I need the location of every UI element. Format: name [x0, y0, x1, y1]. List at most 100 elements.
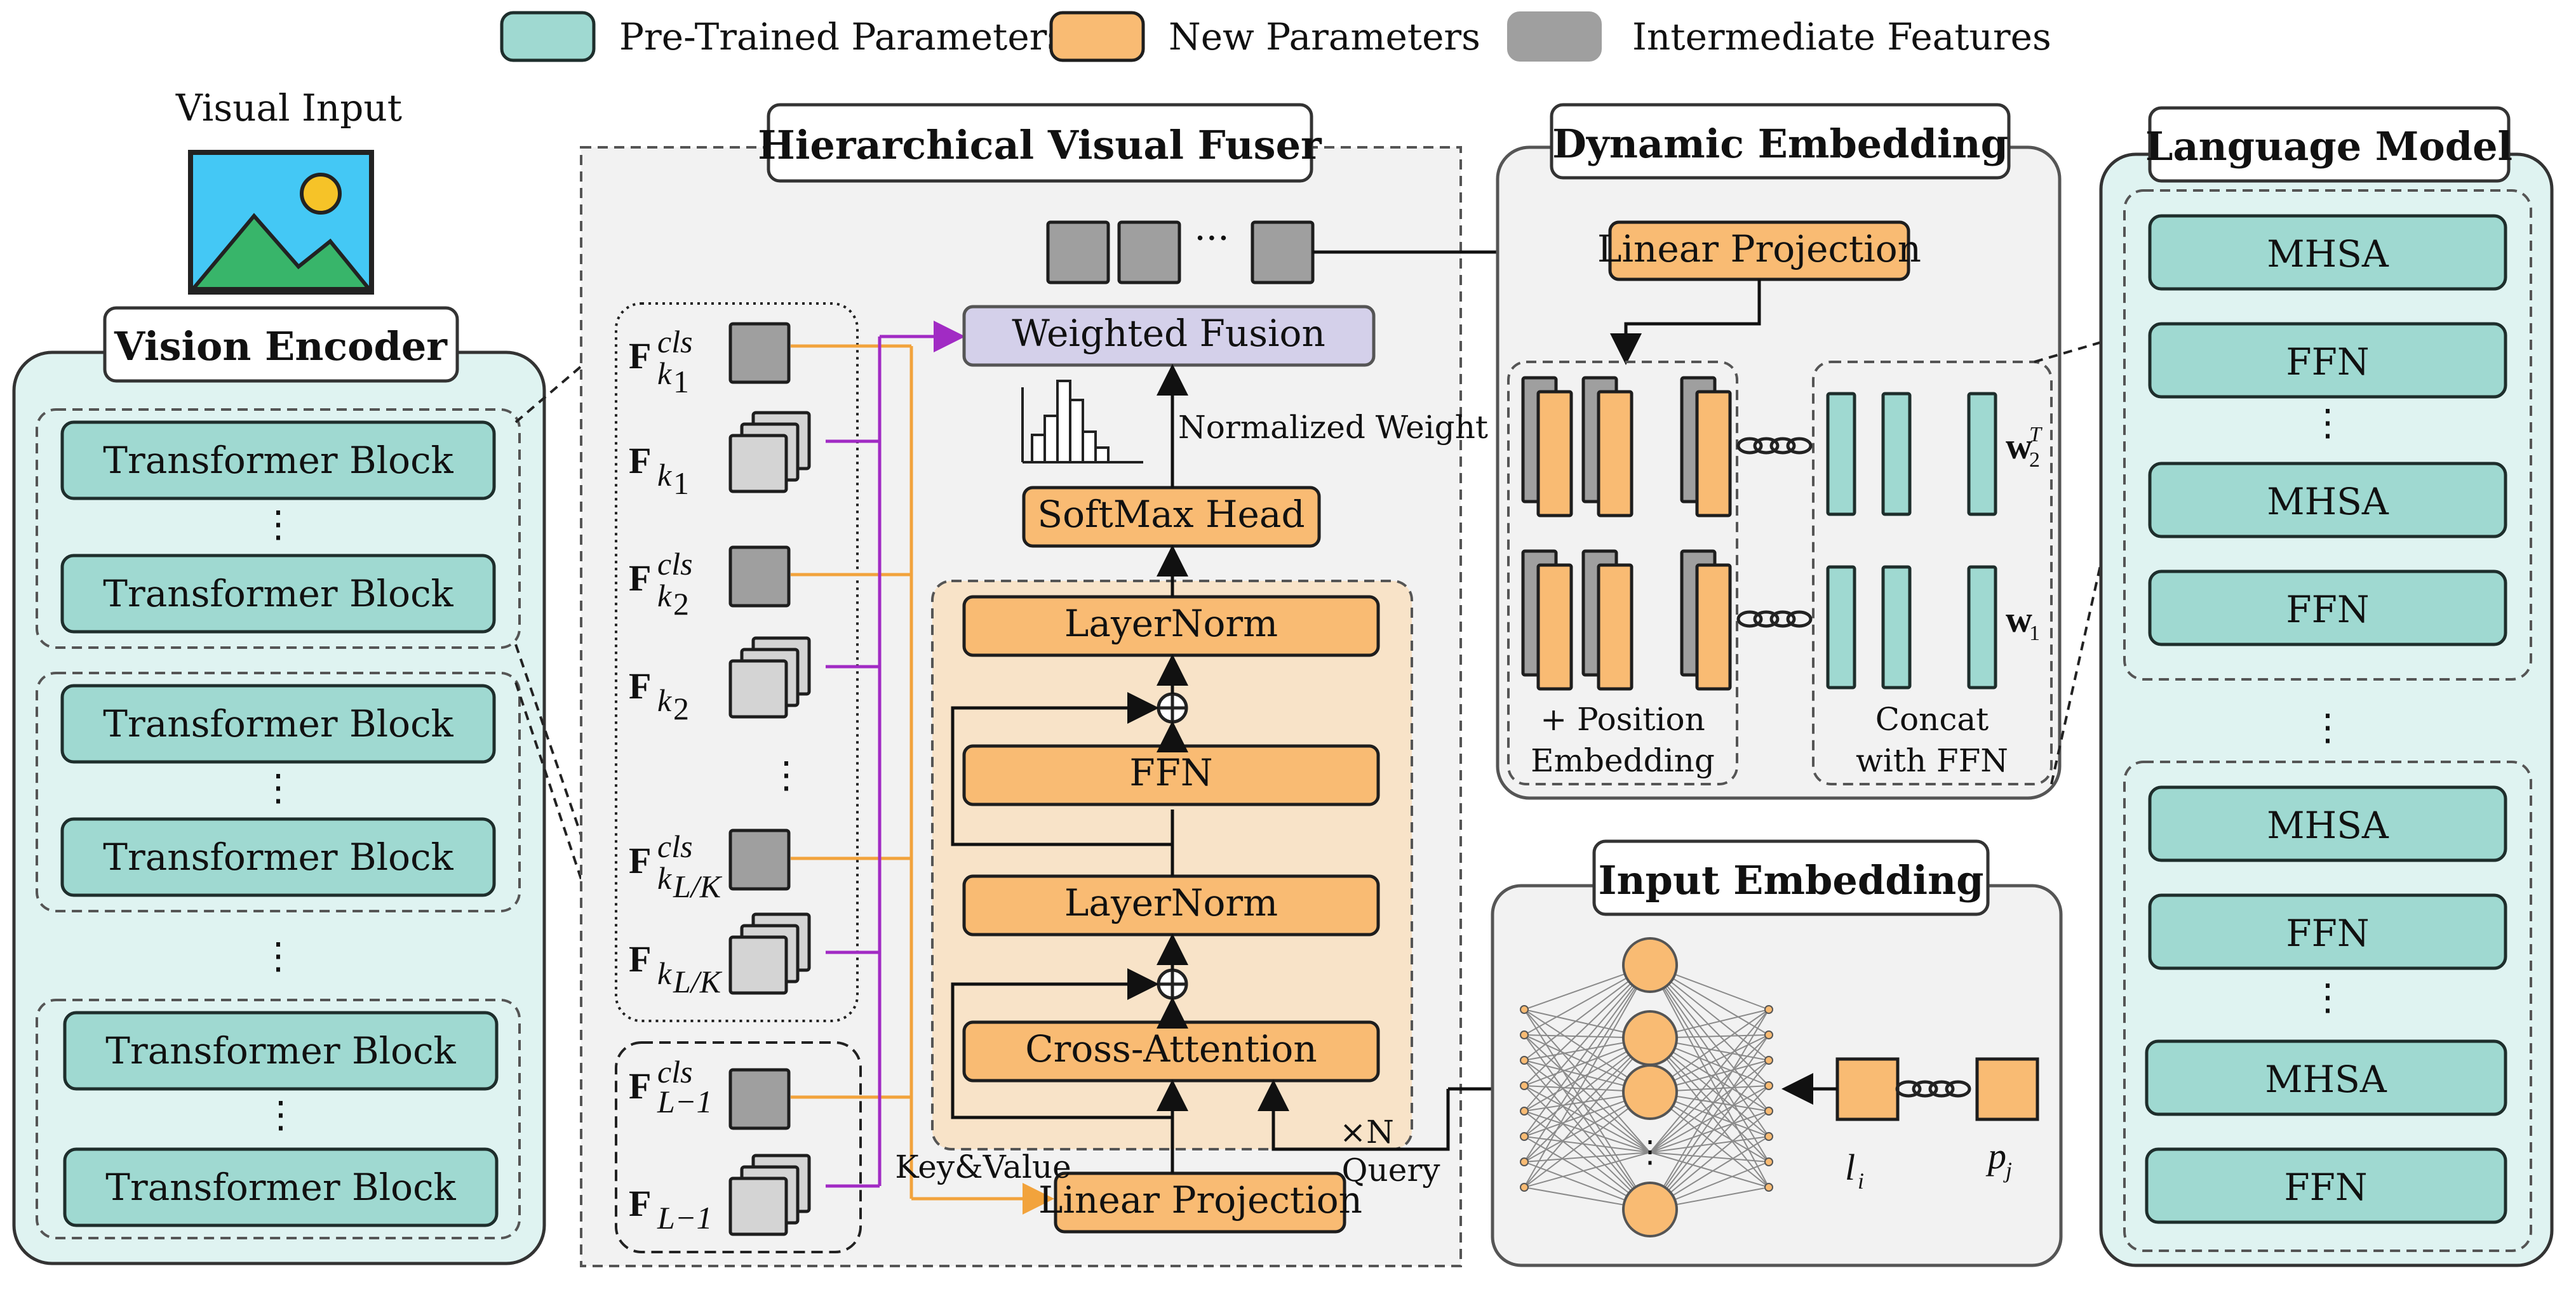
ellipsis-vertical: ⋮ [2309, 401, 2346, 444]
l-token-block [1835, 1057, 1900, 1121]
input-embedding-title-box [1592, 839, 1990, 916]
transformer-block [60, 817, 496, 897]
ffn-label: FFN [2286, 912, 2369, 955]
w1-label: w 1 [2006, 599, 2040, 645]
network-edge [1649, 1060, 1769, 1210]
weighted-fusion-label: Weighted Fusion [1012, 312, 1325, 355]
transformer-block-label: Transformer Block [103, 836, 453, 879]
legend-pretrained-label: Pre-Trained Parameters [619, 15, 1066, 58]
svg-text:1: 1 [673, 364, 689, 399]
network-edge [1649, 964, 1769, 1163]
legend: Pre-Trained Parameters New Parameters In… [500, 11, 2051, 62]
svg-text:cls: cls [657, 324, 693, 359]
svg-text:F: F [629, 938, 651, 980]
transformer-block [63, 1011, 499, 1091]
transformer-block-label: Transformer Block [103, 439, 453, 482]
svg-text:i: i [1858, 1168, 1864, 1194]
softmax-head-label: SoftMax Head [1037, 493, 1305, 536]
svg-text:2: 2 [2029, 448, 2040, 472]
network-io-node [1764, 1132, 1773, 1141]
svg-text:k: k [657, 457, 672, 493]
network-edge [1649, 1152, 1769, 1188]
cls-feature-routing [791, 344, 1054, 1215]
network-edge [1524, 1110, 1651, 1153]
ffn-block [2148, 570, 2507, 646]
language-model-title-box [2148, 106, 2511, 183]
linear-projection-dynamic-label: Linear Projection [1597, 227, 1921, 270]
network-edge [1524, 1060, 1651, 1210]
transformer-block-label: Transformer Block [105, 1166, 456, 1209]
svg-text:F: F [629, 335, 651, 377]
network-edge [1649, 1085, 1769, 1210]
neural-network-icon: ⋮ [1520, 937, 1773, 1237]
svg-text:L/K: L/K [673, 964, 723, 999]
network-edge [1524, 1136, 1651, 1153]
network-io-node [1764, 1157, 1773, 1166]
repeat-label: ×N [1339, 1114, 1394, 1150]
position-embedding-label-2: Embedding [1531, 742, 1715, 779]
network-edge [1649, 964, 1769, 1137]
ellipsis-vertical: ⋮ [260, 766, 297, 809]
svg-text:F: F [629, 1065, 651, 1107]
dynamic-embedding-title-box [1550, 103, 2011, 180]
network-io-node [1520, 1107, 1529, 1116]
svg-text:k: k [657, 956, 672, 991]
network-hidden-node [1622, 1064, 1678, 1120]
legend-intermediate-swatch [1507, 11, 1602, 62]
ffn-block [2148, 322, 2507, 399]
svg-text:L−1: L−1 [657, 1200, 713, 1236]
svg-text:F: F [629, 440, 651, 481]
svg-text:p: p [1985, 1135, 2006, 1176]
vision-encoder-title: Vision Encoder [114, 323, 448, 370]
svg-text:j: j [2003, 1157, 2012, 1183]
network-edge [1524, 1034, 1651, 1210]
network-edge [1524, 1085, 1651, 1153]
svg-text:cls: cls [657, 546, 693, 582]
position-pair [1523, 551, 1571, 689]
network-edge [1649, 1009, 1769, 1153]
ellipsis-vertical: ⋮ [260, 934, 297, 977]
output-token-ellipsis: ··· [1194, 217, 1229, 260]
network-ellipsis: ⋮ [1635, 1134, 1665, 1170]
network-io-node [1764, 1081, 1773, 1090]
position-pair [1583, 551, 1632, 689]
network-edge [1524, 1034, 1651, 1153]
cls-token-feature [728, 829, 791, 891]
ffn-weight-column [1826, 392, 1856, 516]
svg-text:l: l [1845, 1147, 1855, 1188]
network-edge [1649, 1037, 1769, 1188]
key-value-label: Key&Value [895, 1149, 1071, 1185]
svg-text:cls: cls [657, 1054, 693, 1090]
feature-label-fcls-klk: F cls k L/K [629, 829, 723, 904]
network-hidden-node [1622, 1182, 1678, 1237]
fuser-title: Hierarchical Visual Fuser [758, 122, 1322, 168]
patch-feature-stack [730, 638, 809, 717]
histogram-icon [1021, 380, 1143, 463]
ffn-label: FFN [2286, 588, 2369, 631]
network-io-node [1520, 1081, 1529, 1090]
transformer-block-label: Transformer Block [103, 702, 453, 745]
network-edge [1649, 1110, 1769, 1153]
transformer-block-label: Transformer Block [105, 1029, 456, 1072]
ffn-label: FFN [2286, 340, 2369, 383]
svg-text:k: k [657, 683, 672, 718]
fuser-title-box [767, 103, 1313, 183]
svg-text:1: 1 [673, 465, 689, 501]
ffn-weight-column [1967, 392, 1997, 516]
position-pair [1583, 378, 1632, 516]
network-io-node [1764, 1056, 1773, 1065]
network-io-node [1520, 1132, 1529, 1141]
network-edge [1524, 964, 1651, 1137]
network-edge [1649, 1136, 1769, 1153]
network-edge [1524, 1037, 1651, 1188]
mhsa-block [2148, 462, 2507, 538]
network-edge [1649, 964, 1769, 1086]
network-io-node [1520, 1157, 1529, 1166]
ffn-weight-column [1881, 392, 1912, 516]
ffn-weight-column [1881, 565, 1912, 690]
patch-feature-stack [730, 914, 809, 993]
svg-text:1: 1 [2029, 622, 2040, 645]
ellipsis-vertical: ⋮ [768, 753, 805, 796]
linear-projection-fuser-label: Linear Projection [1038, 1178, 1362, 1222]
